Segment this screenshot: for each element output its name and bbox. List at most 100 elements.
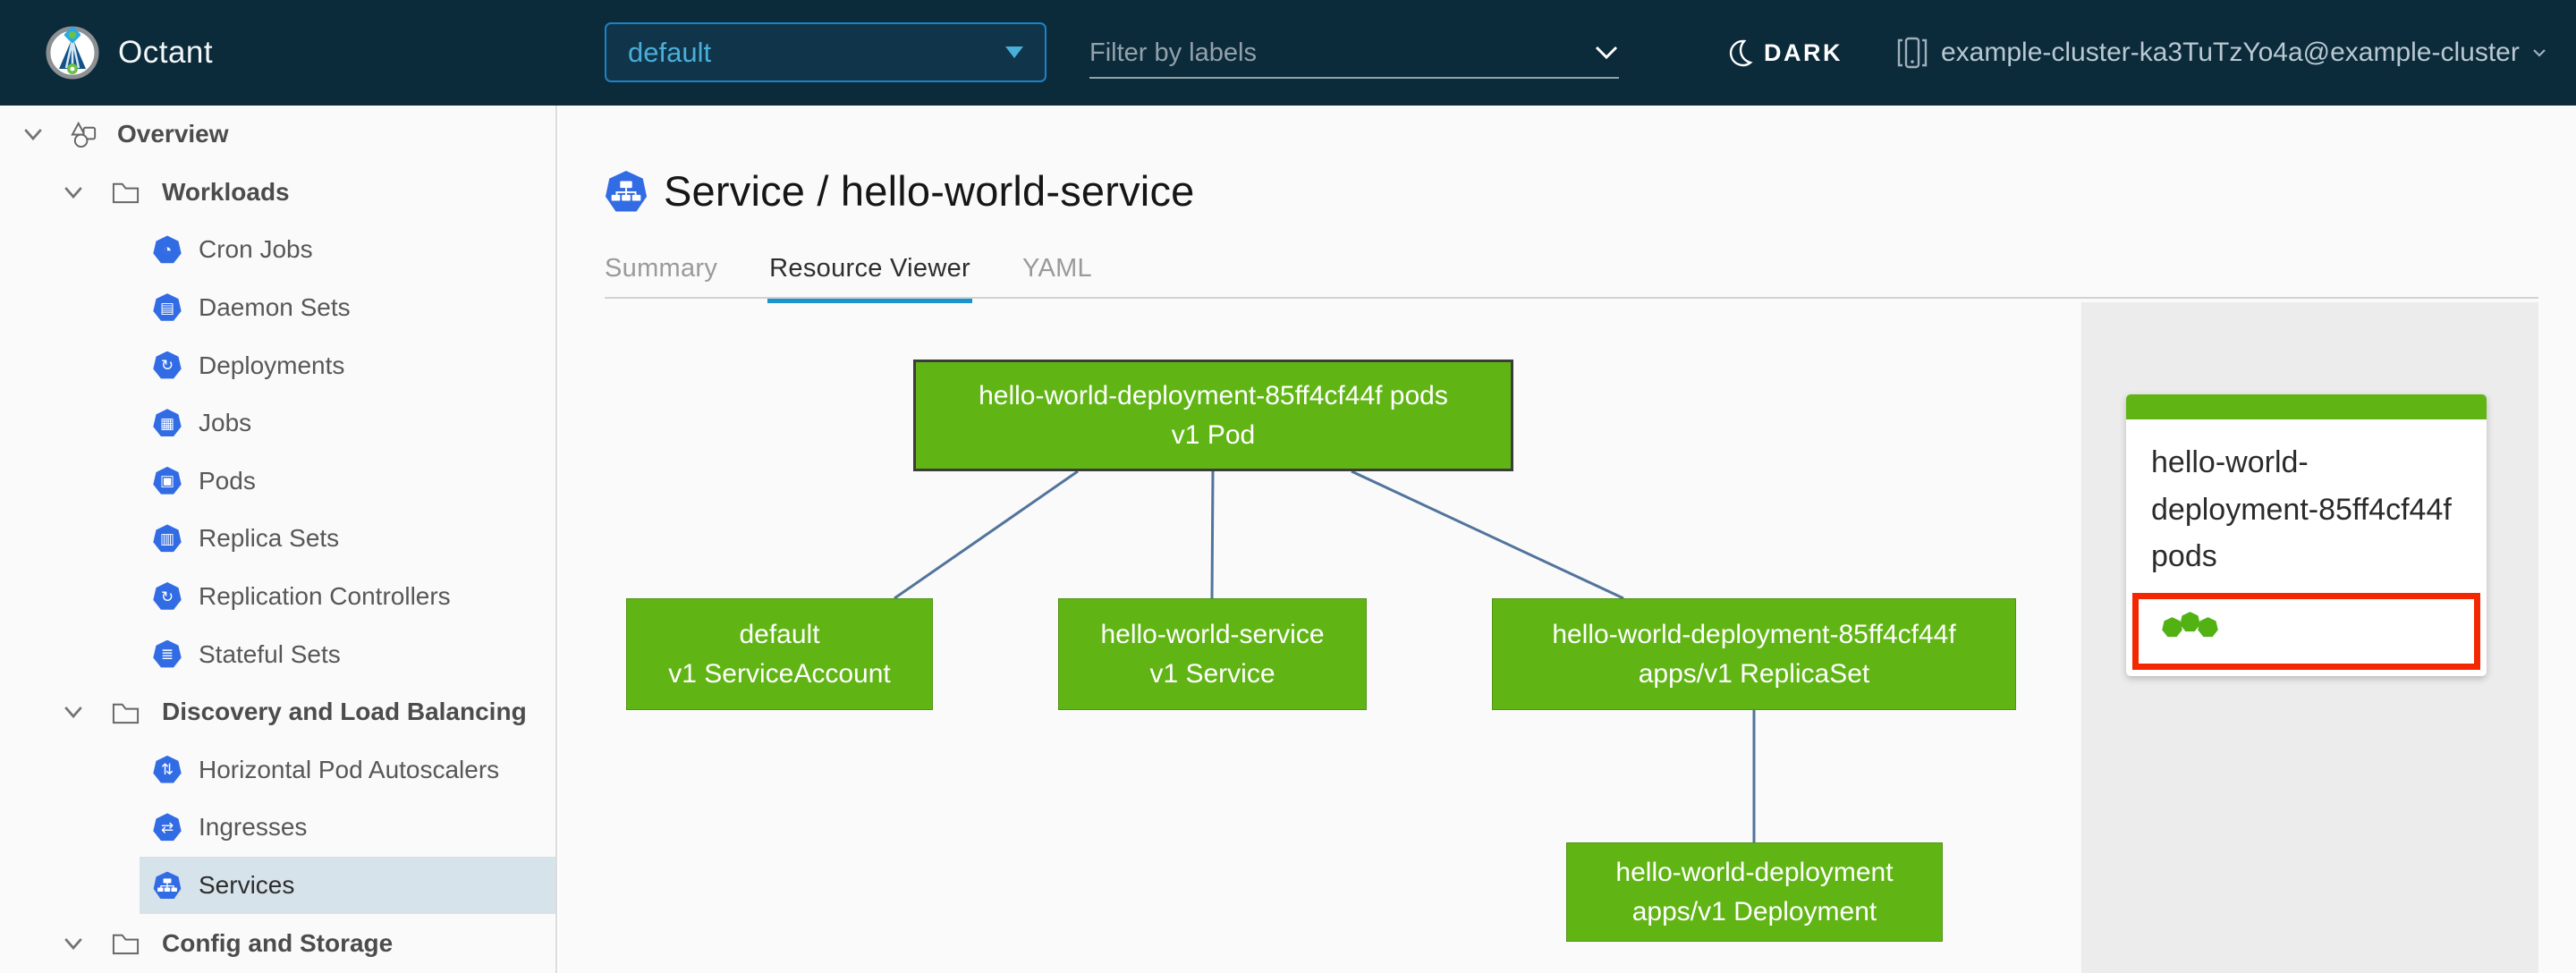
- hpa-icon: ⇅: [153, 755, 182, 783]
- resource-header: Service / hello-world-service: [605, 166, 1194, 216]
- ingress-icon: ⇄: [153, 813, 182, 842]
- label-filter-input[interactable]: Filter by labels: [1089, 29, 1619, 79]
- node-kind: apps/v1 ReplicaSet: [1638, 658, 1870, 689]
- filter-placeholder: Filter by labels: [1089, 38, 1257, 67]
- daemonset-icon: ▤: [153, 293, 182, 321]
- pod-status-highlight: [2132, 593, 2480, 671]
- namespace-dropdown[interactable]: default: [605, 22, 1046, 82]
- replicationcontroller-icon: ↻: [153, 582, 182, 610]
- edge-pod-service: [1210, 470, 1215, 599]
- tab-divider: [605, 297, 2538, 299]
- sidebar-item-jobs[interactable]: ▦ Jobs: [0, 394, 555, 453]
- sidebar-item-pods[interactable]: ▣ Pods: [0, 453, 555, 511]
- moon-icon: [1729, 39, 1753, 67]
- chevron-down-icon: [1595, 46, 1618, 60]
- sidebar-group-workloads[interactable]: Workloads: [0, 164, 555, 222]
- chevron-down-icon[interactable]: [20, 121, 47, 148]
- octant-logo-icon: [46, 26, 99, 80]
- brand[interactable]: Octant: [45, 0, 213, 106]
- node-name: hello-world-deployment-85ff4cf44f: [1552, 619, 1956, 649]
- detail-panel: hello-world-deployment-85ff4cf44f pods: [2081, 302, 2538, 973]
- folder-icon: [112, 934, 140, 955]
- graph-edges: [894, 470, 1756, 842]
- chevron-down-icon[interactable]: [60, 930, 87, 957]
- sidebar-item-label: Jobs: [199, 409, 252, 437]
- caret-down-icon: [1005, 47, 1023, 58]
- pod-status-dot: [2162, 617, 2182, 638]
- edge-pod-serviceaccount: [894, 470, 1079, 600]
- graph-node-service[interactable]: hello-world-service v1 Service: [1058, 598, 1367, 710]
- sidebar-item-label: Stateful Sets: [199, 639, 341, 668]
- job-icon: ▦: [153, 409, 182, 436]
- folder-icon: [112, 703, 140, 723]
- node-kind: v1 Pod: [1171, 419, 1256, 450]
- sidebar-item-label: Ingresses: [199, 813, 308, 842]
- sidebar-item-stateful-sets[interactable]: ≣ Stateful Sets: [0, 625, 555, 683]
- theme-label: DARK: [1764, 38, 1843, 66]
- sidebar-item-label: Replication Controllers: [199, 582, 451, 611]
- node-name: hello-world-deployment-85ff4cf44f pods: [979, 380, 1448, 410]
- node-name: hello-world-deployment: [1615, 857, 1894, 887]
- sidebar-item-label: Horizontal Pod Autoscalers: [199, 755, 500, 783]
- sidebar-item-services[interactable]: Services: [0, 856, 555, 915]
- node-name: default: [739, 619, 820, 649]
- chevron-down-icon[interactable]: [60, 179, 87, 206]
- chevron-down-icon: [2533, 49, 2546, 57]
- sidebar-item-label: Config and Storage: [162, 928, 394, 957]
- resource-status-card[interactable]: hello-world-deployment-85ff4cf44f pods: [2126, 394, 2487, 677]
- sidebar-item-label: Deployments: [199, 351, 345, 379]
- statefulset-icon: ≣: [153, 639, 182, 668]
- tab-yaml[interactable]: YAML: [1021, 254, 1092, 283]
- folder-icon: [112, 183, 140, 204]
- graph-node-serviceaccount[interactable]: default v1 ServiceAccount: [626, 598, 933, 710]
- service-icon: [153, 871, 182, 900]
- sidebar-item-label: Services: [199, 871, 295, 900]
- node-kind: v1 Service: [1149, 658, 1275, 689]
- sidebar-item-horizontal-pod-autoscalers[interactable]: ⇅ Horizontal Pod Autoscalers: [0, 741, 555, 800]
- replicaset-icon: ▥: [153, 524, 182, 553]
- graph-node-replicaset[interactable]: hello-world-deployment-85ff4cf44f apps/v…: [1492, 598, 2016, 710]
- sidebar-item-label: Workloads: [162, 177, 290, 206]
- sidebar-item-daemon-sets[interactable]: ▤ Daemon Sets: [0, 279, 555, 337]
- sidebar-item-replication-controllers[interactable]: ↻ Replication Controllers: [0, 568, 555, 626]
- pod-status-dot: [2180, 612, 2200, 632]
- namespace-value: default: [628, 36, 712, 68]
- pod-status-dot: [2198, 617, 2218, 638]
- host-icon: [1897, 37, 1928, 69]
- tab-bar: Summary Resource Viewer YAML: [605, 254, 1144, 303]
- sidebar-item-label: Replica Sets: [199, 524, 340, 553]
- cronjob-icon: ◔: [153, 235, 182, 264]
- main-content: Service / hello-world-service Summary Re…: [559, 106, 2576, 973]
- graph-node-pod[interactable]: hello-world-deployment-85ff4cf44f pods v…: [913, 360, 1513, 471]
- sidebar-item-overview[interactable]: Overview: [0, 106, 555, 164]
- graph-node-deployment[interactable]: hello-world-deployment apps/v1 Deploymen…: [1566, 842, 1943, 942]
- page-title: Service / hello-world-service: [664, 167, 1195, 215]
- app-header: Octant default Filter by labels DARK: [0, 0, 2576, 106]
- card-title: hello-world-deployment-85ff4cf44f pods: [2151, 445, 2452, 574]
- node-name: hello-world-service: [1100, 619, 1325, 649]
- edge-pod-replicaset: [1351, 470, 1624, 600]
- dark-mode-toggle[interactable]: DARK: [1724, 0, 1843, 106]
- sidebar-item-replica-sets[interactable]: ▥ Replica Sets: [0, 510, 555, 568]
- card-status-bar: [2126, 394, 2487, 419]
- sidebar-group-config-and-storage[interactable]: Config and Storage: [0, 914, 555, 972]
- sidebar-group-discovery-and-load-balancing[interactable]: Discovery and Load Balancing: [0, 683, 555, 741]
- app-title: Octant: [118, 35, 214, 70]
- sidebar-item-label: Discovery and Load Balancing: [162, 698, 527, 726]
- pod-icon: ▣: [153, 466, 182, 495]
- sidebar-item-cron-jobs[interactable]: ◔ Cron Jobs: [0, 221, 555, 279]
- tab-resource-viewer[interactable]: Resource Viewer: [767, 254, 972, 303]
- sidebar-item-ingresses[interactable]: ⇄ Ingresses: [0, 799, 555, 857]
- sidebar-item-label: Overview: [117, 120, 229, 148]
- sidebar-item-deployments[interactable]: ↻ Deployments: [0, 336, 555, 394]
- chevron-down-icon[interactable]: [60, 698, 87, 725]
- cluster-selector[interactable]: example-cluster-ka3TuTzYo4a@example-clus…: [1896, 0, 2546, 106]
- objects-icon: [71, 121, 97, 148]
- tab-summary[interactable]: Summary: [605, 254, 718, 283]
- sidebar-item-label: Daemon Sets: [199, 293, 351, 322]
- cluster-name: example-cluster-ka3TuTzYo4a@example-clus…: [1941, 38, 2520, 67]
- service-icon: [605, 170, 648, 212]
- sidebar-nav: Overview Workloads ◔ Cron Jobs ▤ Daemon …: [0, 106, 557, 973]
- sidebar-item-label: Cron Jobs: [199, 235, 313, 264]
